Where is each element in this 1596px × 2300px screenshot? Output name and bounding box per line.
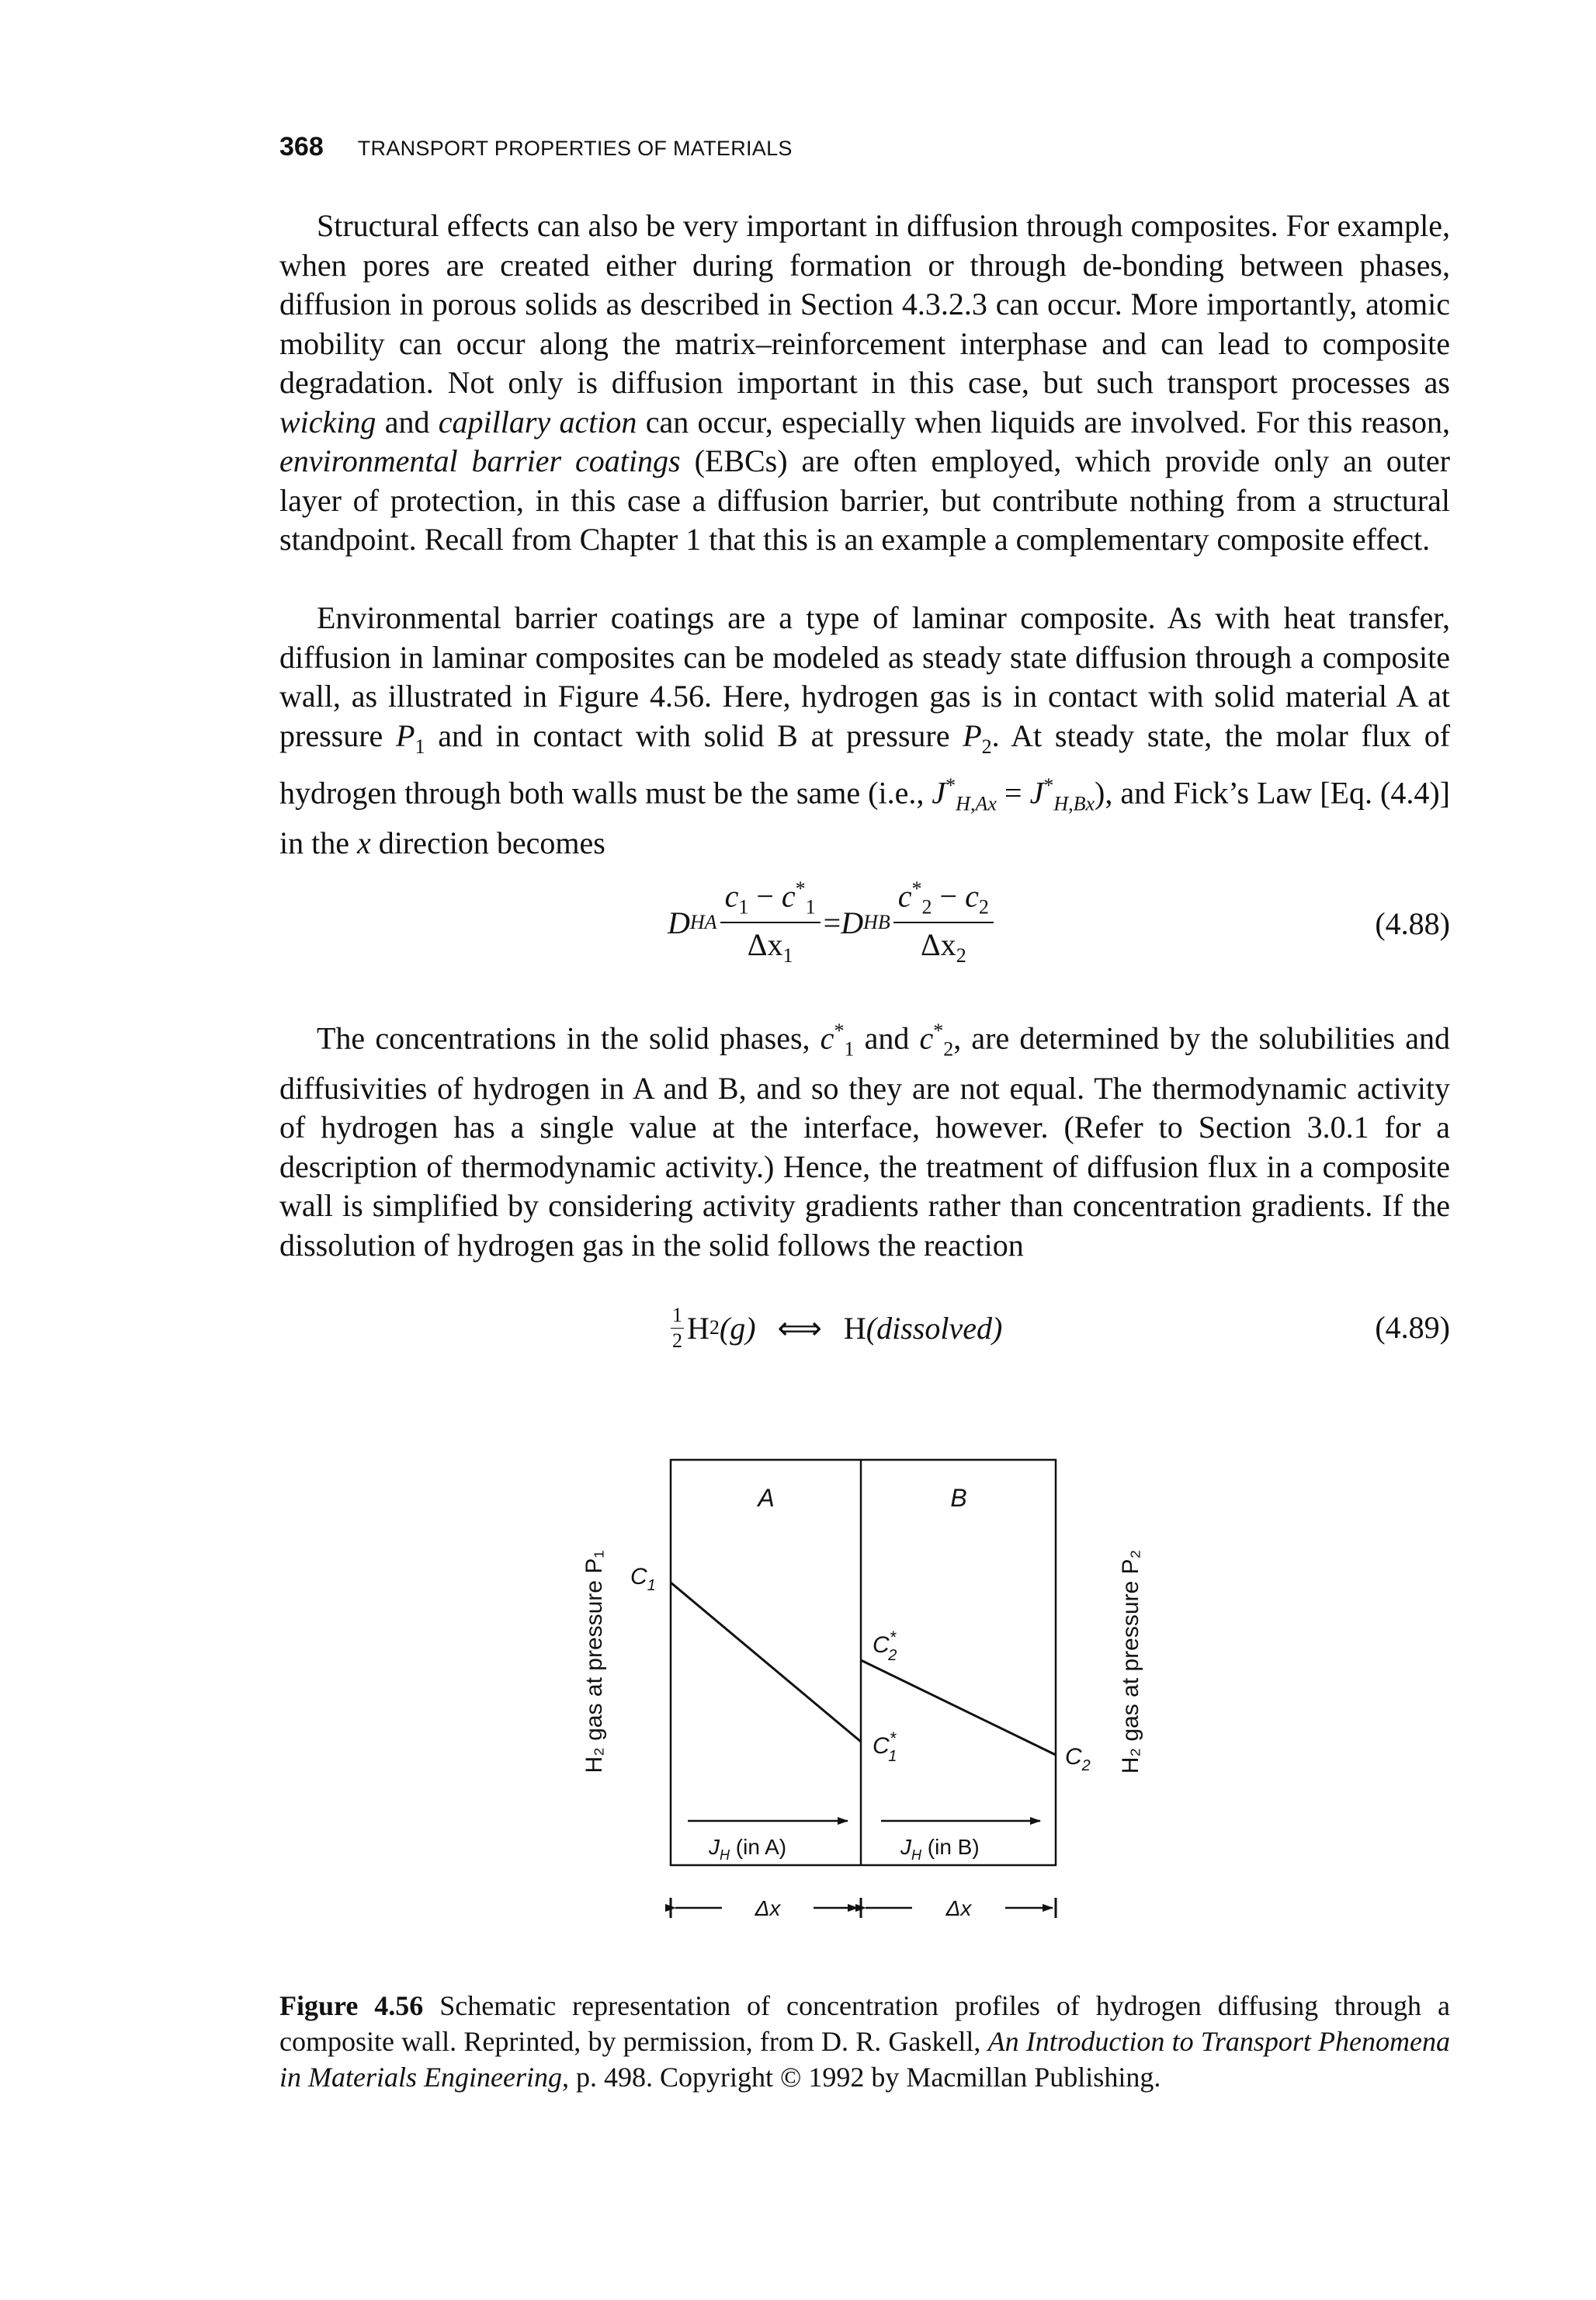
- equation-number-4-88: (4.88): [1375, 906, 1450, 941]
- running-title: TRANSPORT PROPERTIES OF MATERIALS: [357, 137, 793, 160]
- flux-label-b: JH (in B): [900, 1835, 980, 1863]
- paragraph-structural-effects: Structural effects can also be very impo…: [279, 208, 1451, 557]
- left-side-label: H₂ gas at pressure P₁: [581, 1551, 607, 1774]
- figure-label: Figure 4.56: [279, 1990, 424, 2021]
- profile-line-b: [860, 1659, 1056, 1756]
- term-ebc: environmental barrier coatings: [279, 443, 681, 478]
- figure-4-56: A B H₂ gas at pressure P₁ H₂ gas at pres…: [497, 1429, 1180, 1972]
- label-a: A: [756, 1484, 774, 1512]
- label-b: B: [950, 1484, 966, 1512]
- half-fraction: 1 2: [671, 1303, 684, 1352]
- paragraph-solid-concentrations: The concentrations in the solid phases, …: [279, 1020, 1450, 1263]
- fraction-a: c1 − c*1 Δx1: [720, 877, 821, 968]
- term-wicking: wicking: [279, 404, 376, 440]
- right-side-label: H₂ gas at pressure P₂: [1118, 1550, 1143, 1774]
- equation-number-4-89: (4.89): [1375, 1310, 1450, 1345]
- label-c2-star: C*2: [873, 1628, 897, 1664]
- equilibrium-arrow: ⟺: [777, 1310, 822, 1346]
- label-c1-star: C*1: [873, 1728, 897, 1765]
- flux-symbol: J: [932, 775, 946, 811]
- profile-line-a: [670, 1581, 862, 1743]
- label-c1: C1: [630, 1564, 656, 1594]
- page-number: 368: [279, 132, 324, 162]
- label-c2: C2: [1065, 1744, 1091, 1774]
- term-capillary-action: capillary action: [438, 404, 637, 440]
- delta-x-a: Δx: [755, 1896, 782, 1920]
- book-title: An Introduction to Transport Phenomena i…: [279, 2026, 1450, 2093]
- composite-wall-diagram: A B H₂ gas at pressure P₁ H₂ gas at pres…: [581, 1458, 1143, 1920]
- fraction-b: c*2 − c2 Δx2: [893, 877, 994, 968]
- running-head: 368 TRANSPORT PROPERTIES OF MATERIALS: [279, 132, 793, 171]
- wall-outline: [669, 1458, 1057, 1867]
- flux-label-a: JH (in A): [708, 1835, 786, 1863]
- paragraph-laminar-composites: Environmental barrier coatings are a typ…: [279, 600, 1451, 860]
- delta-x-b: Δx: [945, 1896, 973, 1920]
- figure-caption: Figure 4.56 Schematic representation of …: [279, 1990, 1450, 2093]
